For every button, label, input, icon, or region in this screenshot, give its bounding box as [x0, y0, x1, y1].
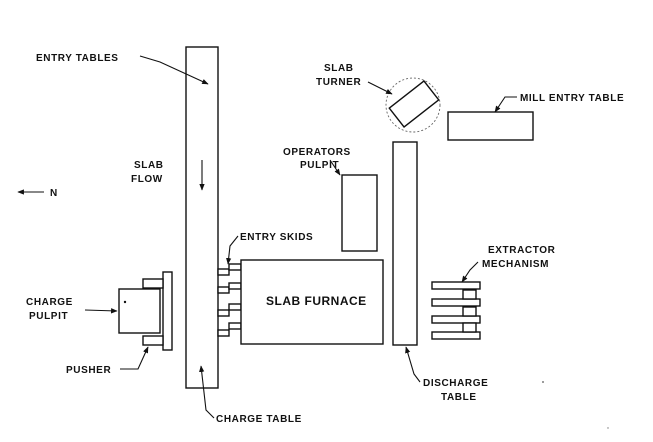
entry-skids [217, 263, 242, 337]
slab-turner-leader [367, 81, 393, 95]
slab-furnace [240, 259, 384, 345]
pusher-arm-top [142, 278, 164, 289]
pusher-label: PUSHER [66, 365, 111, 376]
north-label: N [50, 188, 58, 199]
charge-pulpit-dot [123, 300, 127, 304]
entry-tables-label: ENTRY TABLES [36, 53, 119, 64]
scan-speck [607, 427, 609, 429]
slab-turner-swing [385, 77, 441, 133]
operators-pulpit [341, 174, 378, 252]
mill-entry-table [447, 111, 534, 141]
scan-speck [542, 381, 544, 383]
extractor-mechanism-label-1: EXTRACTOR [488, 245, 556, 256]
extractor-mechanism [431, 281, 481, 340]
discharge-table [392, 141, 418, 346]
extractor-mechanism-leader [461, 261, 479, 283]
charge-pulpit-label-1: CHARGE [26, 297, 73, 308]
slab-flow-label-2: FLOW [131, 174, 163, 185]
discharge-table-leader [405, 346, 421, 383]
pusher-arm-bottom [142, 335, 164, 346]
charge-pulpit-leader [84, 308, 118, 314]
operators-pulpit-label-2: PULPIT [300, 160, 339, 171]
pusher-frame [162, 271, 173, 351]
slab-flow-label-1: SLAB [134, 160, 164, 171]
operators-pulpit-label-1: OPERATORS [283, 147, 351, 158]
entry-skids-leader [226, 235, 239, 265]
mill-entry-table-leader [494, 96, 517, 113]
entry-skids-label: ENTRY SKIDS [240, 232, 313, 243]
slab-furnace-label: SLAB FURNACE [266, 294, 367, 308]
entry-charge-table [185, 46, 219, 389]
slab-turner [388, 80, 440, 128]
slab-turner-label-1: SLAB [324, 63, 354, 74]
mill-entry-table-label: MILL ENTRY TABLE [520, 93, 624, 104]
charge-pulpit [118, 288, 161, 334]
charge-pulpit-label-2: PULPIT [29, 311, 68, 322]
discharge-table-label-1: DISCHARGE [423, 378, 488, 389]
discharge-table-label-2: TABLE [441, 392, 477, 403]
charge-table-leader [199, 365, 215, 419]
pusher-leader [120, 346, 149, 370]
entry-tables-leader [139, 55, 209, 85]
charge-table-label: CHARGE TABLE [216, 414, 302, 425]
extractor-mechanism-label-2: MECHANISM [482, 259, 549, 270]
operators-pulpit-leader [329, 159, 341, 176]
slab-turner-label-2: TURNER [316, 77, 361, 88]
